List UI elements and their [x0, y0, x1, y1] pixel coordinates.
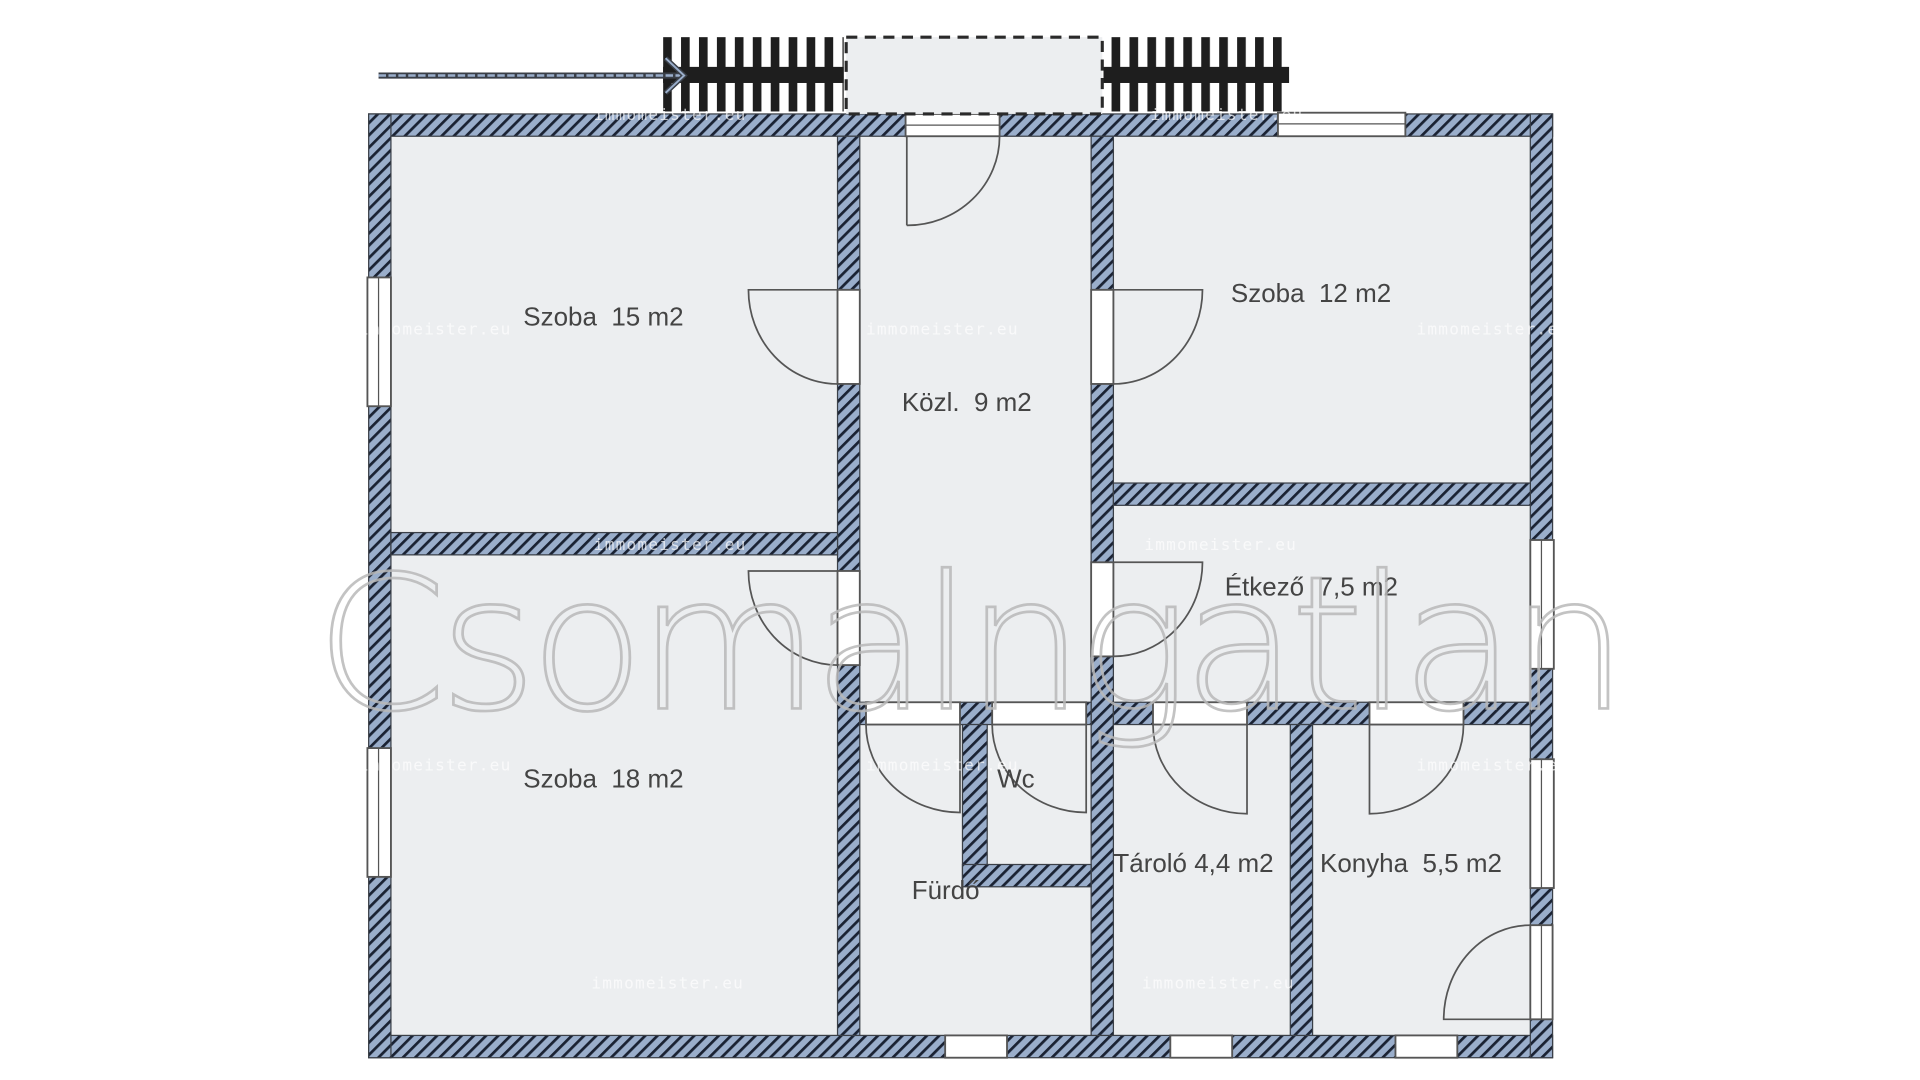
- room-label-szoba-15: Szoba 15 m2: [523, 302, 683, 332]
- svg-text:immomeister.eu: immomeister.eu: [359, 319, 512, 338]
- windows: [366, 111, 1555, 1059]
- svg-text:immomeister.eu: immomeister.eu: [1142, 973, 1295, 992]
- room-label-tarolo: Tároló 4,4 m2: [1113, 848, 1273, 878]
- svg-text:immomeister.eu: immomeister.eu: [866, 319, 1019, 338]
- svg-text:immomeister.eu: immomeister.eu: [594, 105, 747, 124]
- room-label-etkezo: Étkező 7,5 m2: [1225, 572, 1398, 602]
- watermark-logo: Csomalngatlan: [315, 536, 1620, 752]
- small-watermarks: immomeister.eu immomeister.eu immomeiste…: [359, 105, 1569, 992]
- room-label-szoba-12: Szoba 12 m2: [1231, 278, 1391, 308]
- room-label-furdo: Fürdő: [912, 875, 980, 905]
- svg-text:immomeister.eu: immomeister.eu: [359, 755, 512, 774]
- room-label-wc: Wc: [997, 764, 1035, 794]
- room-label-kozl: Közl. 9 m2: [902, 387, 1032, 417]
- entrance-stairs: [663, 35, 1290, 116]
- porch-landing: [844, 35, 1104, 116]
- svg-text:immomeister.eu: immomeister.eu: [594, 535, 747, 554]
- room-labels: Szoba 15 m2 Közl. 9 m2 Szoba 12 m2 Étkez…: [523, 278, 1502, 905]
- svg-text:immomeister.eu: immomeister.eu: [866, 755, 1019, 774]
- svg-text:immomeister.eu: immomeister.eu: [1416, 319, 1569, 338]
- room-label-konyha: Konyha 5,5 m2: [1320, 848, 1502, 878]
- svg-text:immomeister.eu: immomeister.eu: [591, 973, 744, 992]
- svg-text:immomeister.eu: immomeister.eu: [1416, 755, 1569, 774]
- entrance-arrow-icon: [378, 56, 688, 95]
- svg-text:immomeister.eu: immomeister.eu: [1144, 535, 1297, 554]
- floor-area: [368, 113, 1553, 1058]
- svg-text:immomeister.eu: immomeister.eu: [1151, 105, 1304, 124]
- room-label-szoba-18: Szoba 18 m2: [523, 764, 683, 794]
- doors: [747, 113, 1554, 1021]
